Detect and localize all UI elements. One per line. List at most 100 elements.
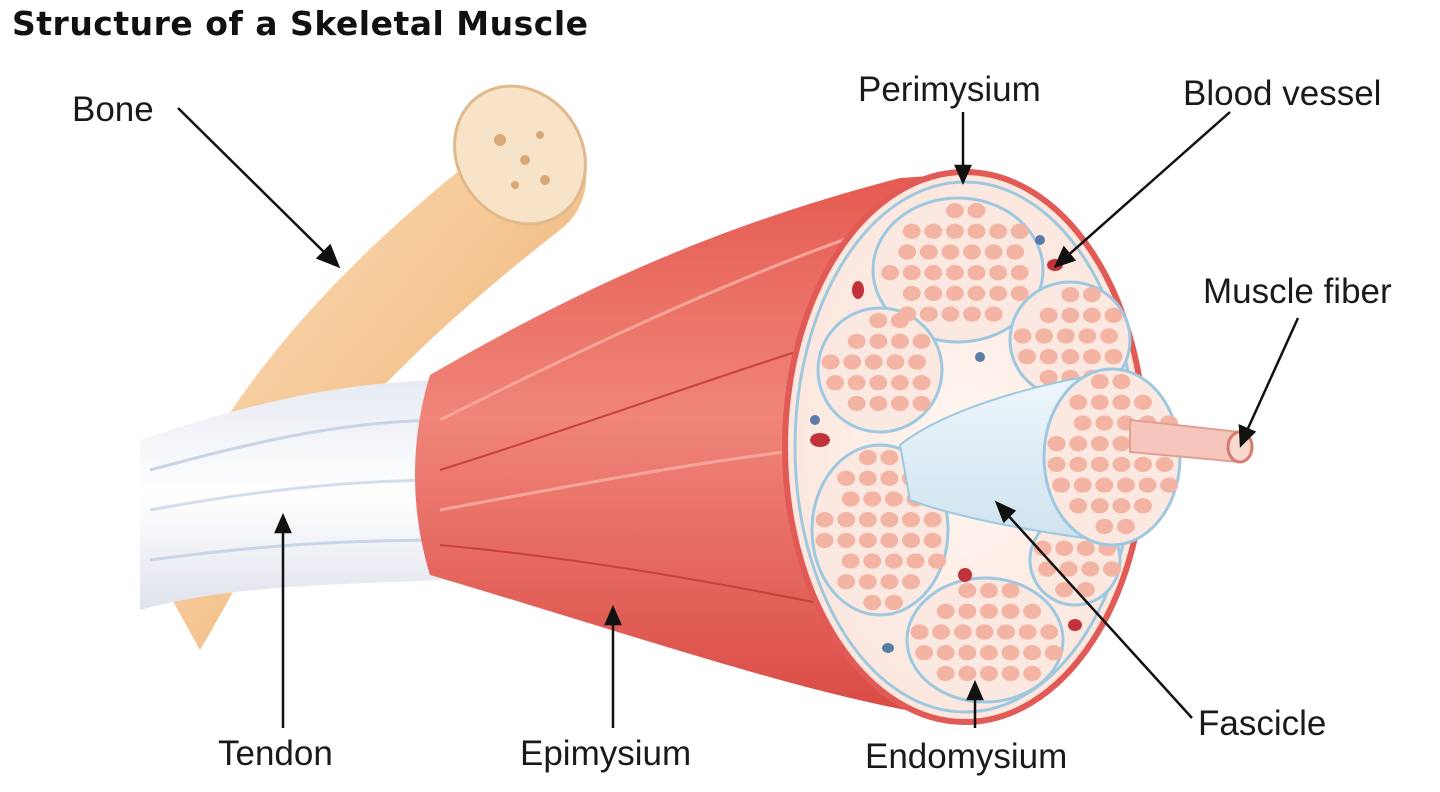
fiber-cell	[1023, 665, 1042, 682]
fiber-cell	[967, 223, 986, 239]
fiber-cell	[1116, 518, 1135, 535]
fiber-cell	[858, 574, 877, 590]
tendon-shape	[140, 380, 460, 610]
fiber-cell	[902, 574, 920, 590]
fiber-cell	[924, 285, 943, 302]
fiber-cell	[915, 645, 934, 661]
fiber-cell	[880, 532, 899, 549]
fiber-cell	[1018, 349, 1037, 365]
fiber-cell	[984, 244, 1003, 260]
fiber-cell	[847, 395, 866, 412]
fiber-cell	[936, 603, 955, 619]
fiber-cell	[1090, 373, 1109, 390]
fiber-cell	[936, 645, 955, 661]
fiber-cell	[863, 553, 882, 569]
diagram-title: Structure of a Skeletal Muscle	[12, 4, 589, 43]
fiber-cell	[1044, 645, 1063, 661]
fiber-cell	[880, 512, 899, 528]
fiber-cell	[837, 470, 856, 486]
fiber-cell	[847, 375, 866, 391]
fiber-cell	[890, 395, 909, 412]
fiber-cell	[869, 333, 888, 349]
fiber-cell	[815, 532, 834, 549]
arrow-blood-vessel	[1064, 111, 1231, 259]
fiber-cell	[1082, 307, 1101, 323]
fiber-cell	[858, 449, 877, 466]
fiber-cell	[919, 244, 938, 260]
fiber-cell	[881, 265, 900, 281]
fiber-cell	[979, 582, 998, 599]
fiber-cell	[963, 244, 981, 260]
fiber-cell	[1040, 624, 1059, 640]
fiber-cell	[1104, 307, 1123, 323]
fiber-cell	[1047, 456, 1066, 473]
fiber-cell	[924, 223, 943, 239]
fiber-cell	[1023, 645, 1042, 661]
fiber-cell	[858, 512, 877, 528]
fiber-cell	[967, 265, 986, 281]
fiber-cell	[1076, 582, 1095, 598]
fiber-cell	[1055, 540, 1074, 556]
fiber-cell	[1112, 436, 1131, 452]
fiber-cell	[1155, 456, 1174, 473]
fiber-cell	[1006, 244, 1025, 260]
fiber-cell	[898, 244, 917, 260]
fiber-cell	[984, 306, 1003, 322]
fiber-cell	[1095, 415, 1114, 431]
fiber-cell	[1061, 307, 1080, 323]
fiber-cell	[1104, 349, 1123, 365]
fiber-cell	[1033, 540, 1052, 556]
label-muscle-fiber: Muscle fiber	[1203, 272, 1392, 311]
fiber-cell	[1090, 498, 1109, 514]
fiber-cell	[912, 333, 931, 349]
fiber-cell	[1160, 477, 1179, 493]
fiber-cell	[1061, 286, 1080, 303]
fiber-cell	[890, 333, 909, 349]
fiber-cell	[886, 354, 905, 370]
muscle-fiber-cells	[815, 202, 1123, 682]
fiber-cell	[908, 354, 926, 370]
fiber-cell	[858, 470, 877, 486]
fiber-cell	[1059, 561, 1078, 577]
fiber-cell	[1090, 436, 1109, 452]
fiber-cell	[864, 354, 883, 370]
fiber-cell	[1082, 349, 1101, 365]
fiber-cell	[902, 265, 921, 281]
fiber-cell	[841, 491, 860, 507]
fiber-cell	[967, 285, 986, 302]
fiber-cell	[1001, 582, 1020, 599]
fiber-cell	[910, 624, 929, 640]
fiber-cell	[1138, 477, 1157, 493]
fiber-cell	[890, 312, 909, 329]
arrow-bone	[177, 107, 331, 259]
fiber-cell	[1061, 349, 1080, 365]
fiber-cell	[1013, 328, 1032, 344]
fiber-cell	[1069, 436, 1088, 452]
fiber-cell	[1039, 307, 1058, 323]
fiber-cell	[919, 306, 938, 322]
fiber-cell	[945, 265, 964, 281]
fiber-cell	[975, 624, 994, 640]
fiber-cell	[1039, 349, 1058, 365]
fiber-cell	[869, 395, 888, 412]
callout-arrows	[177, 107, 1300, 728]
fiber-cell	[1069, 498, 1088, 514]
fiber-cell	[837, 574, 856, 590]
fiber-cell	[958, 603, 977, 619]
fiber-cell	[979, 603, 998, 619]
fiber-cell	[1010, 265, 1029, 281]
fiber-cell	[1112, 456, 1131, 473]
fiber-cell	[989, 265, 1008, 281]
fiber-cell	[923, 532, 942, 549]
fiber-cell	[1112, 373, 1131, 390]
fiber-cell	[1095, 518, 1114, 535]
fiber-cell	[979, 665, 998, 682]
fiber-cell	[989, 223, 1008, 239]
fiber-cell	[923, 512, 942, 528]
fiber-cell	[1001, 603, 1020, 619]
fiber-cell	[884, 553, 903, 569]
fiber-cell	[902, 223, 921, 239]
fiber-cell	[869, 312, 888, 329]
fiber-cell	[1055, 582, 1074, 598]
fiber-cell	[1069, 394, 1088, 410]
